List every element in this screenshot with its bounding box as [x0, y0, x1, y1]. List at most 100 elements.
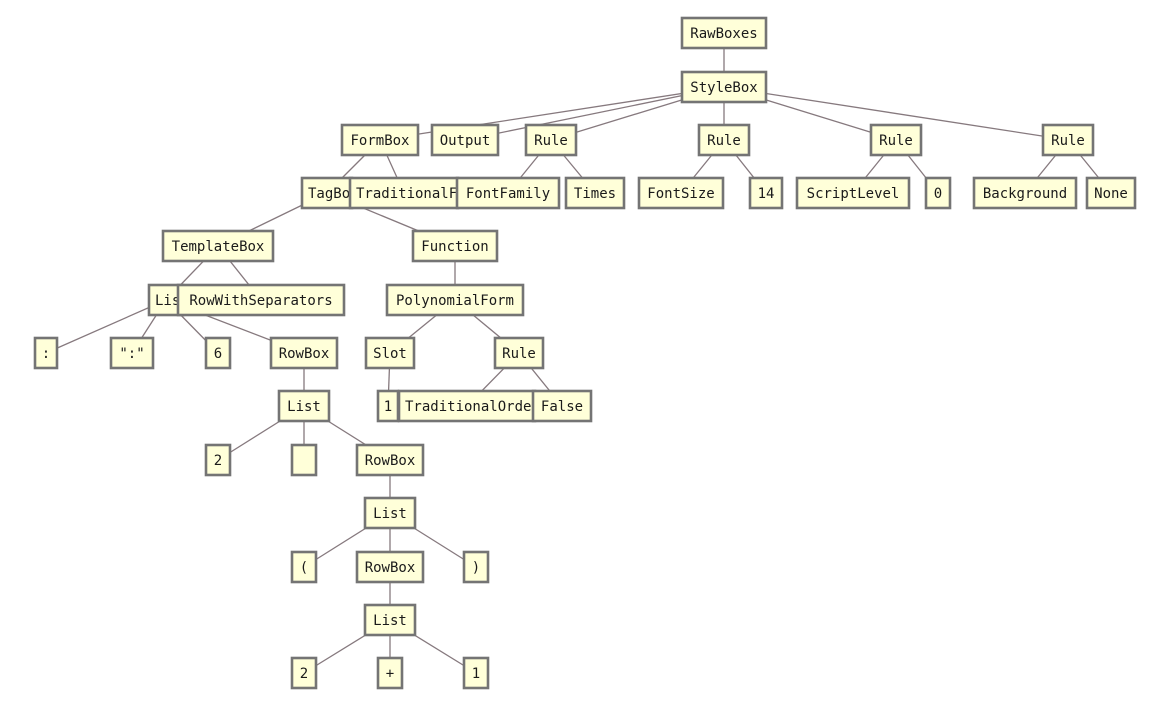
node-box — [290, 443, 318, 477]
node-box — [1085, 176, 1137, 210]
node-label: 14 — [758, 186, 775, 202]
node-label: FontSize — [647, 186, 714, 202]
node-label: RowBox — [279, 346, 330, 362]
node-label: Background — [983, 186, 1067, 202]
node-label: FontFamily — [466, 186, 550, 202]
node-box — [411, 229, 499, 263]
node-box — [376, 656, 404, 690]
tree-node: Rule — [869, 123, 923, 157]
tree-node: ( — [290, 550, 318, 584]
node-label: RowBox — [365, 560, 416, 576]
node-label: ( — [300, 560, 308, 576]
node-box — [290, 656, 318, 690]
tree-node: TraditionalOrder — [397, 389, 540, 423]
node-box — [493, 336, 545, 370]
tree-node: Rule — [524, 123, 578, 157]
node-box — [455, 176, 561, 210]
tree-node: Function — [411, 229, 499, 263]
node-label: TraditionalForm — [356, 186, 482, 202]
tree-node: RawBoxes — [680, 16, 768, 50]
node-box — [364, 336, 416, 370]
tree-node: RowBox — [355, 443, 425, 477]
tree-node: None — [1085, 176, 1137, 210]
node-label: Times — [574, 186, 616, 202]
tree-node: Times — [564, 176, 626, 210]
node-label: List — [373, 506, 407, 522]
node-label: RowBox — [365, 453, 416, 469]
tree-node: : — [33, 336, 59, 370]
tree-node: RowWithSeparators — [176, 283, 346, 317]
node-label: ) — [472, 560, 480, 576]
node-label: List — [287, 399, 321, 415]
node-label: StyleBox — [690, 80, 757, 96]
tree-edge — [45, 299, 167, 354]
node-label: Function — [421, 239, 488, 255]
node-box — [33, 336, 59, 370]
node-label: TraditionalOrder — [405, 399, 540, 415]
node-box — [637, 176, 725, 210]
tree-node: FormBox — [340, 123, 420, 157]
node-box — [680, 70, 768, 104]
node-box — [269, 336, 339, 370]
node-label: Output — [440, 133, 491, 149]
node-label: False — [541, 399, 583, 415]
node-label: 2 — [214, 453, 222, 469]
node-box — [290, 550, 318, 584]
node-box — [748, 176, 784, 210]
node-label: TemplateBox — [172, 239, 265, 255]
node-label: Slot — [373, 346, 407, 362]
tree-node: ScriptLevel — [795, 176, 911, 210]
node-label: TagBox — [308, 186, 359, 202]
node-box — [924, 176, 952, 210]
tree-node: RowBox — [355, 550, 425, 584]
node-label: + — [386, 666, 394, 682]
tree-node: 2 — [290, 656, 318, 690]
node-box — [680, 16, 768, 50]
tree-node: TemplateBox — [161, 229, 275, 263]
node-box — [300, 176, 354, 210]
node-box — [363, 603, 417, 637]
tree-node: 14 — [748, 176, 784, 210]
node-label: RawBoxes — [690, 26, 757, 42]
node-box — [355, 550, 425, 584]
tree-node: List — [363, 603, 417, 637]
tree-node: FontFamily — [455, 176, 561, 210]
tree-node: FontSize — [637, 176, 725, 210]
node-label: List — [155, 293, 189, 309]
tree-node: 0 — [924, 176, 952, 210]
node-box — [462, 550, 490, 584]
tree-node: ":" — [109, 336, 155, 370]
tree-node: 6 — [204, 336, 232, 370]
node-label: 6 — [214, 346, 222, 362]
node-label: ":" — [119, 346, 144, 362]
node-box — [697, 123, 751, 157]
node-label: PolynomialForm — [396, 293, 514, 309]
node-label: Rule — [707, 133, 741, 149]
tree-node: + — [376, 656, 404, 690]
tree-node: StyleBox — [680, 70, 768, 104]
node-label: RowWithSeparators — [189, 293, 332, 309]
tree-node: 1 — [462, 656, 490, 690]
tree-node: Background — [972, 176, 1078, 210]
node-box — [340, 123, 420, 157]
node-label: 1 — [472, 666, 480, 682]
node-label: Rule — [502, 346, 536, 362]
node-box — [795, 176, 911, 210]
node-box — [363, 496, 417, 530]
node-label: 0 — [934, 186, 942, 202]
node-label: 2 — [300, 666, 308, 682]
node-box — [355, 443, 425, 477]
tree-node: List — [363, 496, 417, 530]
tree-node: List — [277, 389, 331, 423]
node-box — [204, 336, 232, 370]
node-label: List — [373, 613, 407, 629]
node-box — [972, 176, 1078, 210]
tree-node: TagBox — [300, 176, 359, 210]
node-box — [531, 389, 593, 423]
node-box — [277, 389, 331, 423]
node-box — [462, 656, 490, 690]
tree-edge — [723, 86, 1069, 141]
tree-node — [290, 443, 318, 477]
